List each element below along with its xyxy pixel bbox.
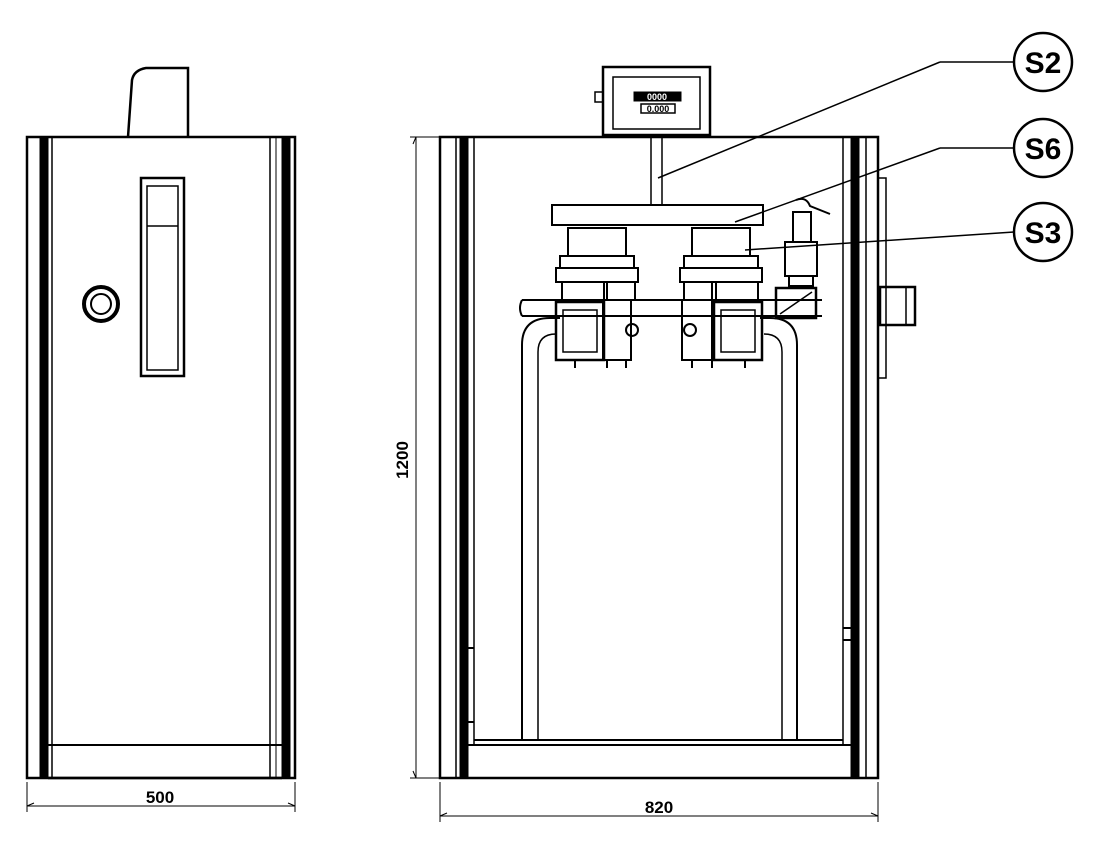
s2-leader [657, 61, 941, 179]
front-cabinet-outline [438, 135, 880, 780]
manifold-plate [551, 204, 764, 226]
front-width-label: 820 [645, 798, 673, 817]
front-width-dimension [439, 782, 879, 822]
display-line-1: 0000 [647, 92, 667, 102]
support-post [650, 136, 663, 206]
gas-cylinder [521, 317, 798, 740]
front-height-label: 1200 [393, 441, 412, 479]
side-cabinet-outline [25, 135, 297, 780]
side-knob [82, 285, 120, 323]
side-right-rail [281, 136, 291, 779]
side-window-slot [139, 176, 186, 378]
s6-callout-label: S6 [1025, 133, 1062, 166]
front-right-rail [850, 136, 860, 779]
right-regulator [679, 227, 764, 368]
s3-leader [744, 231, 1015, 251]
side-top-vent [126, 66, 190, 138]
s2-callout-circle [1012, 31, 1074, 93]
s3-callout-label: S3 [1025, 217, 1062, 250]
side-width-label: 500 [146, 788, 174, 807]
front-view [410, 31, 1074, 822]
left-regulator [554, 227, 639, 368]
s3-callout-circle [1012, 201, 1074, 263]
s2-callout-label: S2 [1025, 47, 1062, 80]
side-left-rail [39, 136, 49, 779]
display-box [594, 65, 712, 137]
s6-callout-circle [1012, 117, 1074, 179]
front-height-dimension [410, 136, 440, 779]
front-left-rail [459, 136, 469, 779]
display-line-2: 0.000 [647, 104, 670, 114]
side-view [25, 66, 297, 812]
side-width-dimension [26, 782, 296, 812]
s6-leader [734, 147, 941, 223]
front-right-connector [877, 177, 887, 379]
